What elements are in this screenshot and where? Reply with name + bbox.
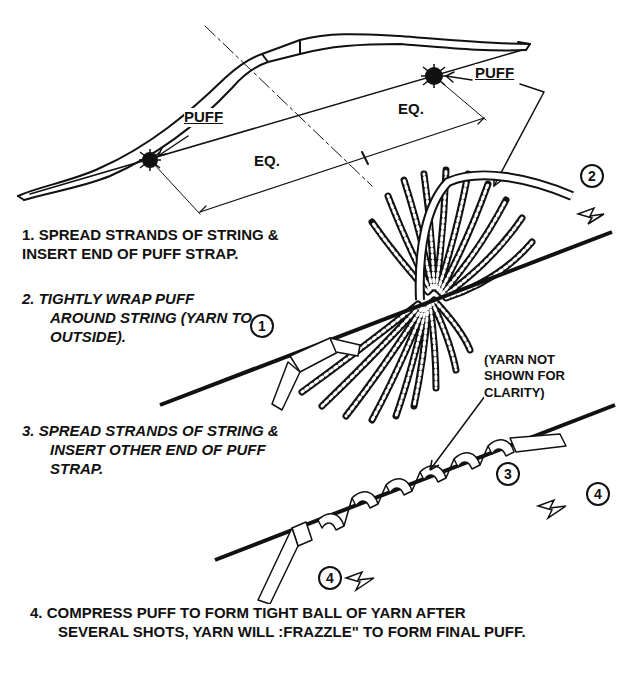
- part-label: PUFF: [475, 64, 514, 83]
- step-text: 2. TIGHTLY WRAP PUFF AROUND STRING (YARN…: [22, 290, 252, 346]
- callout-number: 4: [318, 566, 342, 590]
- callout-number: 2: [580, 164, 604, 188]
- callout-number: 3: [496, 462, 520, 486]
- part-label: PUFF: [184, 108, 223, 127]
- step-text: 4. COMPRESS PUFF TO FORM TIGHT BALL OF Y…: [30, 604, 530, 642]
- note-text: (YARN NOT SHOWN FOR CLARITY): [484, 352, 602, 401]
- step-text: 3. SPREAD STRANDS OF STRING & INSERT OTH…: [22, 422, 322, 478]
- dimension-label: EQ.: [254, 152, 280, 171]
- step-text: 1. SPREAD STRANDS OF STRING & INSERT END…: [22, 226, 322, 264]
- dimension-label: EQ.: [398, 100, 424, 119]
- callout-number: 4: [586, 482, 610, 506]
- callout-number: 1: [250, 314, 274, 338]
